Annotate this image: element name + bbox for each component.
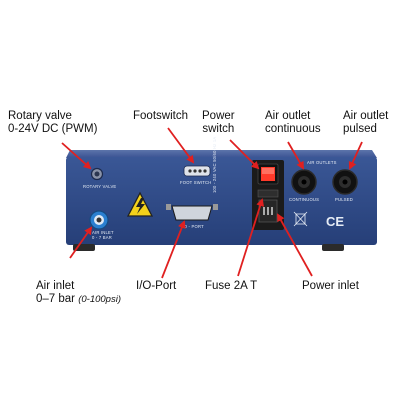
panel-io-port: I/O - PORT <box>181 224 204 229</box>
panel-air-inlet-1: AIR INLET <box>92 230 114 235</box>
label-power-switch: Power switch <box>202 110 235 135</box>
label-air-outlet-pulsed: Air outlet pulsed <box>343 110 389 135</box>
label-air-outlet-continuous: Air outlet continuous <box>265 110 321 135</box>
panel-rotary-valve: ROTARY VALVE <box>83 184 117 189</box>
footswitch-connector <box>183 165 211 177</box>
panel-continuous: CONTINUOUS <box>289 197 320 202</box>
panel-pulsed: PULSED <box>335 197 353 202</box>
panel-air-outlets: AIR OUTLETS <box>307 160 337 165</box>
panel-foot-switch: FOOT SWITCH <box>180 180 212 185</box>
label-power-inlet: Power inlet <box>302 280 359 292</box>
panel-air-inlet-2: 0 - 7 BAR <box>92 235 112 240</box>
label-fuse: Fuse 2A T <box>205 280 258 292</box>
io-port-connector <box>171 205 213 221</box>
right-foot <box>322 244 344 251</box>
label-io-port: I/O-Port <box>136 280 177 292</box>
fuse-drawer <box>257 189 279 198</box>
label-air-inlet: Air inlet 0–7 bar (0-100psi) <box>36 280 121 305</box>
label-footswitch: Footswitch <box>133 110 188 122</box>
ce-mark-icon: CE <box>326 214 344 229</box>
panel-voltage: 100 - 240 VAC 50/60 Hz 1A <box>212 136 217 193</box>
label-rotary-valve: Rotary valve 0-24V DC (PWM) <box>8 110 98 135</box>
left-foot <box>73 244 95 251</box>
panel-top-edge <box>66 150 377 158</box>
